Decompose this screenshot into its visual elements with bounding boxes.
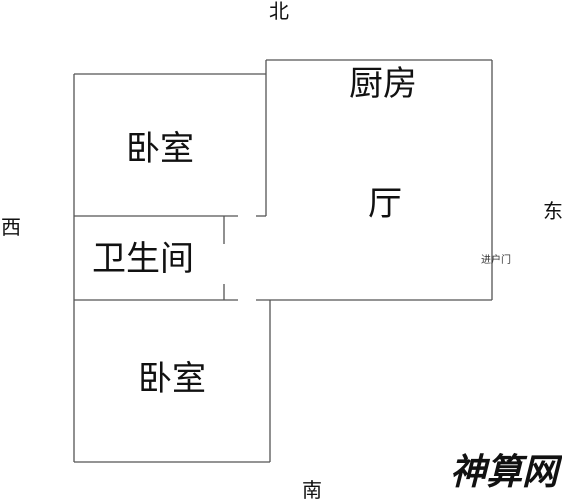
room-label-bedroom-top: 卧室 bbox=[126, 129, 194, 169]
room-label-living-room: 厅 bbox=[368, 184, 402, 224]
direction-west: 西 bbox=[1, 215, 21, 239]
site-watermark: 神算网 bbox=[450, 451, 562, 493]
room-label-bathroom: 卫生间 bbox=[92, 239, 194, 279]
room-label-kitchen: 厨房 bbox=[349, 64, 417, 104]
direction-east: 东 bbox=[543, 199, 562, 223]
walls bbox=[73, 59, 493, 463]
direction-north: 北 bbox=[269, 0, 289, 23]
room-labels: 厨房 厅 卧室 卫生间 卧室 bbox=[92, 64, 417, 399]
room-label-bedroom-bottom: 卧室 bbox=[138, 359, 206, 399]
direction-south: 南 bbox=[302, 478, 322, 500]
entrance-door-label: 进户门 bbox=[481, 253, 511, 266]
